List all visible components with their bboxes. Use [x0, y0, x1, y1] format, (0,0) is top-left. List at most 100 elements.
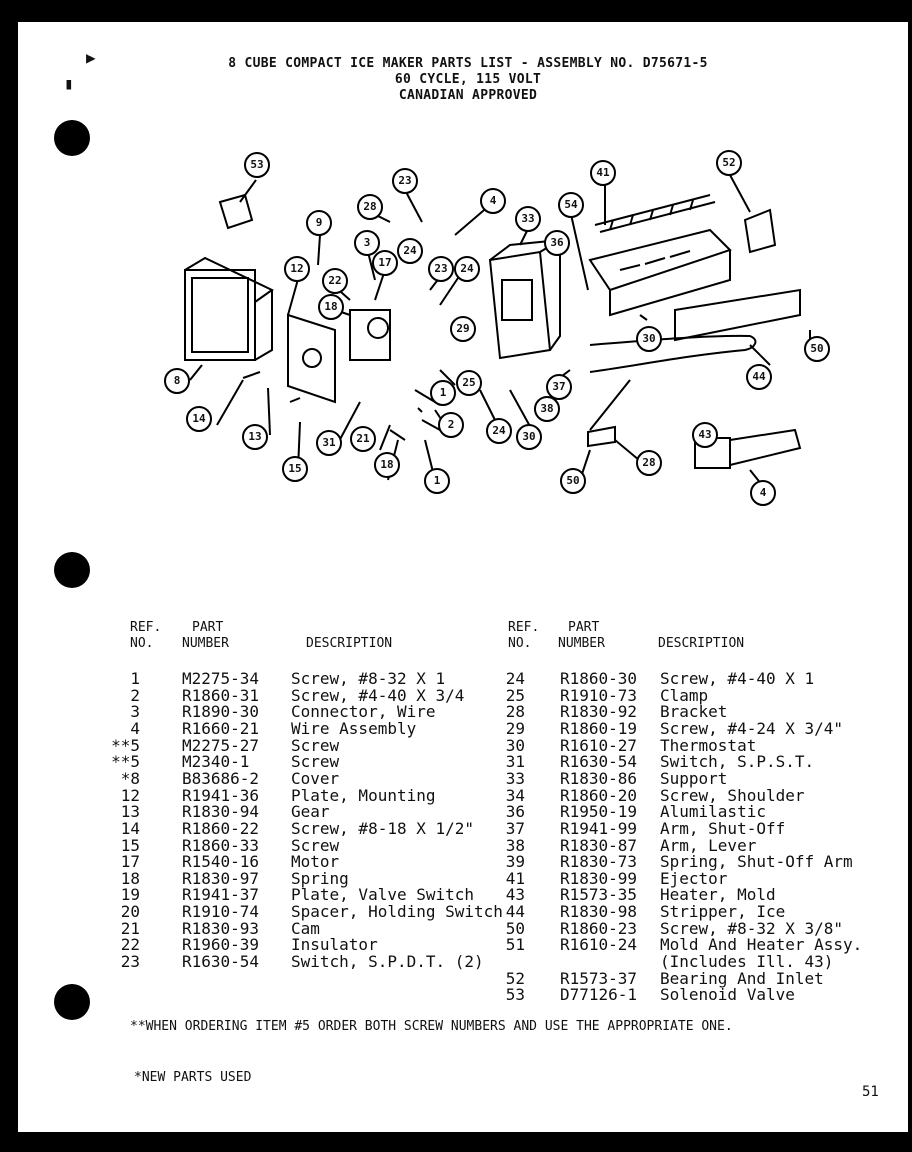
ref-number: 29	[505, 718, 525, 738]
stripper-part	[674, 288, 801, 342]
callout-50b: 50	[560, 468, 586, 494]
ref-number: 28	[505, 702, 525, 722]
right-desc-header: DESCRIPTION	[658, 636, 745, 651]
callout-43: 43	[692, 422, 718, 448]
callout-21: 21	[350, 426, 376, 452]
callout-24c: 24	[486, 418, 512, 444]
part-description: Switch, S.P.S.T.	[660, 752, 815, 772]
callout-28: 28	[357, 194, 383, 220]
callout-33: 33	[515, 206, 541, 232]
housing-part	[488, 250, 552, 360]
callout-3: 3	[354, 230, 380, 256]
part-description: Motor	[291, 852, 340, 872]
callout-24b: 24	[454, 256, 480, 282]
binder-hole-bottom	[54, 984, 90, 1020]
part-description: Screw, Shoulder	[660, 785, 805, 805]
callout-28b: 28	[636, 450, 662, 476]
part-number: R1830-98	[560, 902, 638, 922]
part-number: R1860-33	[182, 835, 260, 855]
right-ref-header: REF. NO.	[508, 620, 540, 651]
title-line-1: 8 CUBE COMPACT ICE MAKER PARTS LIST - AS…	[228, 56, 708, 71]
part-description: Mold And Heater Assy.	[660, 935, 863, 955]
part-description: Spacer, Holding Switch	[291, 902, 503, 922]
part-number: D77126-1	[560, 985, 638, 1005]
ref-number: 18	[120, 868, 140, 888]
ref-number: 44	[505, 902, 525, 922]
part-description: Switch, S.P.D.T. (2)	[291, 952, 484, 972]
ref-number: 43	[505, 885, 525, 905]
ref-number: 23	[120, 952, 140, 972]
corner-mark: ▶	[86, 48, 96, 67]
ref-number: 33	[505, 768, 525, 788]
part-number: R1860-23	[560, 918, 638, 938]
callout-1b: 1	[424, 468, 450, 494]
callout-24: 24	[397, 238, 423, 264]
ordering-note: **WHEN ORDERING ITEM #5 ORDER BOTH SCREW…	[130, 1019, 733, 1034]
callout-37: 37	[546, 374, 572, 400]
callout-53: 53	[244, 152, 270, 178]
right-part-header: PART NUMBER	[558, 620, 605, 651]
part-description: Ejector	[660, 868, 728, 888]
ref-number: 25	[505, 685, 525, 705]
callout-54: 54	[558, 192, 584, 218]
parts-sheet	[18, 22, 908, 1132]
ref-number: 50	[505, 918, 525, 938]
ejector-part	[594, 194, 716, 233]
ref-number: 34	[505, 785, 525, 805]
ref-number: 19	[120, 885, 140, 905]
part-description: Arm, Shut-Off	[660, 818, 786, 838]
callout-15: 15	[282, 456, 308, 482]
part-description: Solenoid Valve	[660, 985, 795, 1005]
mounting-plate-part	[287, 313, 336, 404]
callout-14: 14	[186, 406, 212, 432]
corner-mark: ▮	[64, 74, 74, 93]
part-number: R1830-99	[560, 868, 638, 888]
part-number: R1860-20	[560, 785, 638, 805]
ref-number: 39	[505, 852, 525, 872]
callout-18: 18	[318, 294, 344, 320]
cover-part	[184, 269, 256, 361]
part-description: Wire Assembly	[291, 718, 417, 738]
ref-number: 20	[120, 902, 140, 922]
ref-number: 22	[120, 935, 140, 955]
callout-4b: 4	[750, 480, 776, 506]
ref-number: 2	[130, 685, 140, 705]
callout-13: 13	[242, 424, 268, 450]
part-number: R1830-94	[182, 802, 260, 822]
callout-12: 12	[284, 256, 310, 282]
part-number: M2275-27	[182, 735, 260, 755]
callout-2: 2	[438, 412, 464, 438]
binder-hole-top	[54, 120, 90, 156]
ref-number: **5	[111, 735, 140, 755]
callout-41: 41	[590, 160, 616, 186]
callout-25: 25	[456, 370, 482, 396]
ref-number: **5	[111, 752, 140, 772]
part-number: R1950-19	[560, 802, 638, 822]
part-description: Heater, Mold	[660, 885, 776, 905]
part-description: Clamp	[660, 685, 709, 705]
ref-number: 31	[505, 752, 525, 772]
ref-number: 13	[120, 802, 140, 822]
part-number: R1830-92	[560, 702, 638, 722]
exploded-parts-diagram: 53 23 4 33 54 41 52 9 28 3 24 36 12 22 1…	[150, 140, 840, 510]
ref-number: 1	[130, 669, 140, 688]
part-number: R1860-31	[182, 685, 260, 705]
ref-number: 14	[120, 818, 140, 838]
ref-number: 41	[505, 868, 525, 888]
bearing-inlet-part	[743, 208, 777, 254]
part-number: R1860-22	[182, 818, 260, 838]
part-number: R1610-24	[560, 935, 638, 955]
part-description: Bearing And Inlet	[660, 968, 824, 988]
part-number: R1941-37	[182, 885, 260, 905]
part-description: Alumilastic	[660, 802, 766, 822]
callout-36: 36	[544, 230, 570, 256]
part-number: R1660-21	[182, 718, 260, 738]
callout-1: 1	[430, 380, 456, 406]
callout-44: 44	[746, 364, 772, 390]
binder-hole-middle	[54, 552, 90, 588]
part-description: (Includes Ill. 43)	[660, 952, 834, 972]
part-description: Screw	[291, 735, 340, 755]
callout-23b: 23	[428, 256, 454, 282]
callout-4: 4	[480, 188, 506, 214]
solenoid-valve-part	[218, 193, 254, 230]
